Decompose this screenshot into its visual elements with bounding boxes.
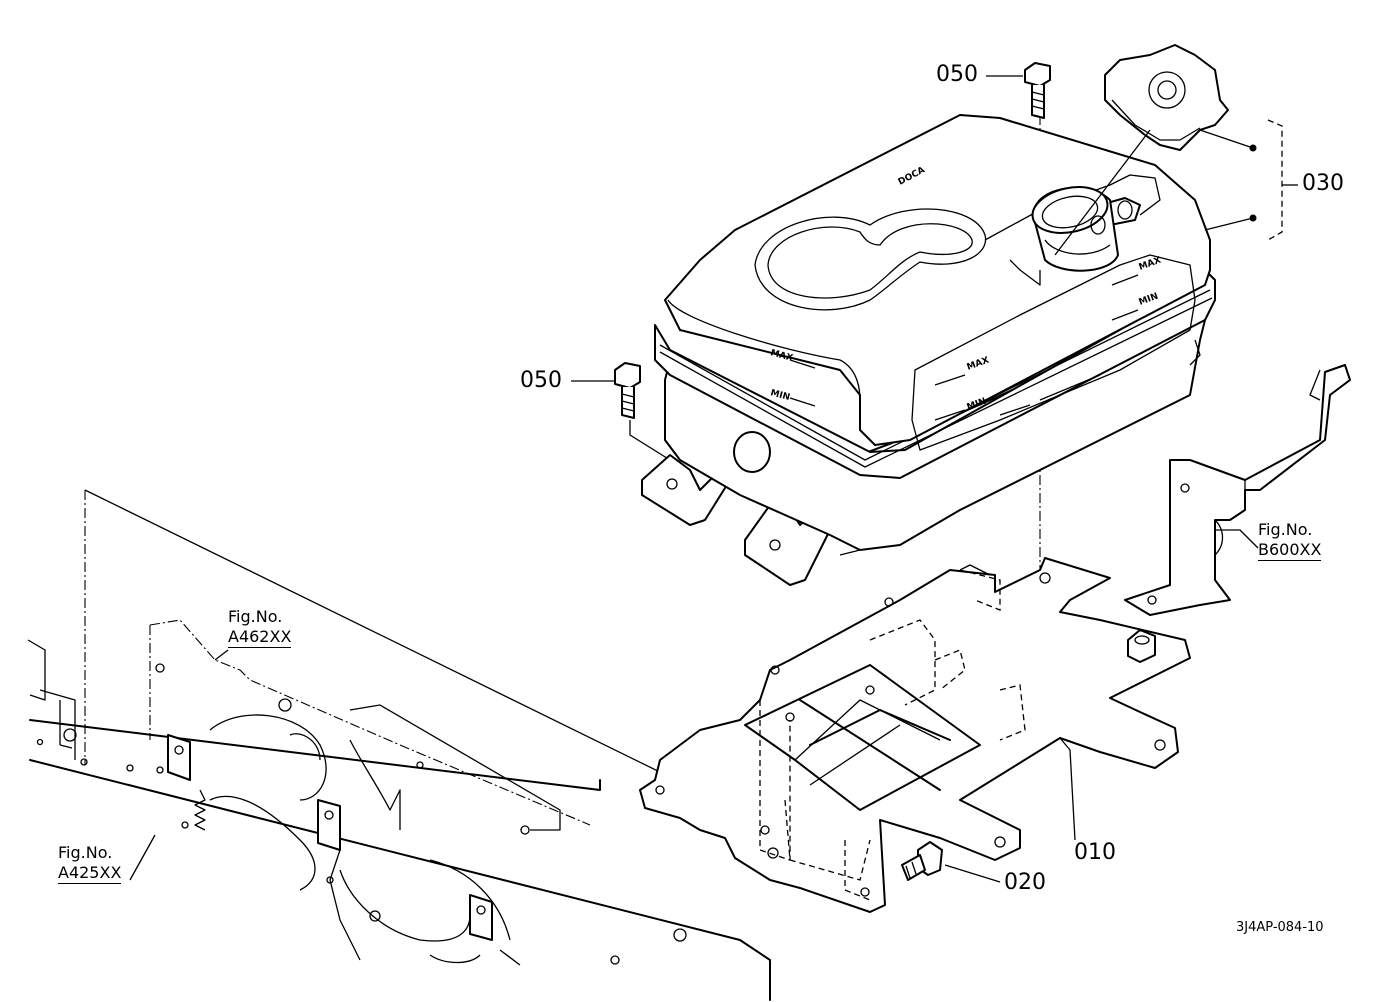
bolt-020 — [901, 841, 943, 881]
frame-plate — [27, 639, 771, 1001]
bolt-top — [1024, 62, 1051, 119]
fig-ref-a462: Fig.No. A462XX — [228, 607, 292, 648]
fig-ref-a462-code: A462XX — [228, 627, 292, 648]
fig-ref-a425: Fig.No. A425XX — [58, 843, 122, 884]
mounting-plate — [639, 557, 1191, 913]
fig-ref-b600: Fig.No. B600XX — [1258, 520, 1322, 561]
leader-lines — [129, 75, 1298, 883]
fig-b600-bracket — [1124, 364, 1351, 616]
label-part-050-top: 050 — [936, 62, 978, 87]
label-part-020: 020 — [1004, 870, 1046, 895]
label-part-050-left: 050 — [520, 368, 562, 393]
fig-ref-a425-prefix: Fig.No. — [58, 843, 113, 862]
fig-ref-b600-code: B600XX — [1258, 540, 1322, 561]
tank-min-mark-side: MIN — [769, 388, 791, 403]
radiator-cap — [1054, 44, 1229, 256]
fig-ref-a462-prefix: Fig.No. — [228, 607, 283, 626]
label-part-010: 010 — [1074, 840, 1116, 865]
fig-ref-a425-code: A425XX — [58, 863, 122, 884]
bolt-left — [614, 362, 641, 419]
drawing-code: 3J4AP-084-10 — [1236, 920, 1324, 935]
fig-a462-outline — [149, 619, 591, 826]
label-part-030: 030 — [1302, 171, 1344, 196]
reservoir-tank: DOCA MAX MIN MAX MIN MAX MIN — [641, 114, 1216, 586]
fig-ref-b600-prefix: Fig.No. — [1258, 520, 1313, 539]
